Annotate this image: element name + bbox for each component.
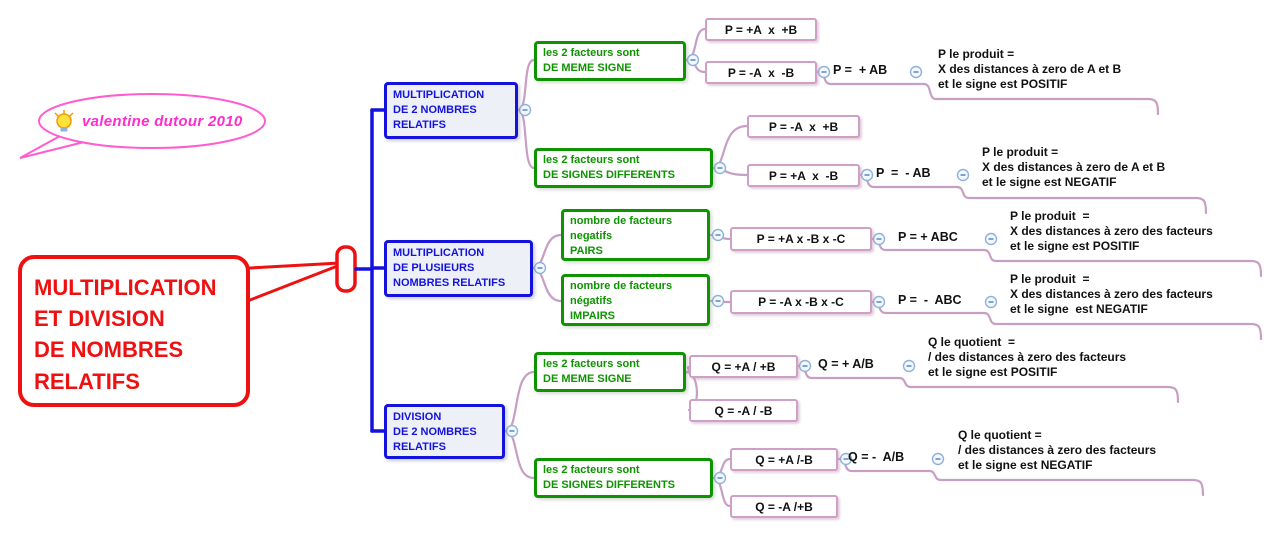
subtopic-signes-differents-mult[interactable]: les 2 facteurs sont DE SIGNES DIFFERENTS bbox=[534, 148, 713, 188]
collapse-control[interactable] bbox=[713, 161, 727, 175]
note-node[interactable]: P le produit = X des distances à zero de… bbox=[1010, 272, 1213, 316]
formula-node[interactable]: Q = +A / +B bbox=[689, 355, 798, 378]
trunk-lines bbox=[354, 108, 386, 433]
collapse-control[interactable] bbox=[711, 294, 725, 308]
author-bubble-text: valentine dutour 2010 bbox=[82, 113, 243, 130]
collapse-control[interactable] bbox=[956, 168, 970, 182]
collapse-control[interactable] bbox=[817, 65, 831, 79]
collapse-control[interactable] bbox=[909, 65, 923, 79]
formula-node[interactable]: Q = -A / -B bbox=[689, 399, 798, 422]
collapse-control[interactable] bbox=[533, 261, 547, 275]
formula-node[interactable]: P = -A x +B bbox=[747, 115, 860, 138]
result-node[interactable]: P = + AB bbox=[833, 63, 888, 77]
result-node[interactable]: Q = + A/B bbox=[818, 357, 874, 371]
formula-node[interactable]: P = -A x -B x -C bbox=[730, 290, 872, 314]
formula-node[interactable]: P = +A x +B bbox=[705, 18, 817, 41]
collapse-control[interactable] bbox=[518, 103, 532, 117]
note-node[interactable]: P le produit = X des distances à zero de… bbox=[1010, 209, 1213, 253]
root-topic[interactable]: MULTIPLICATION ET DIVISION DE NOMBRES RE… bbox=[18, 255, 250, 407]
collapse-control[interactable] bbox=[872, 295, 886, 309]
branch-division-2-nombres[interactable]: DIVISION DE 2 NOMBRES RELATIFS bbox=[384, 404, 505, 459]
formula-node[interactable]: Q = +A /-B bbox=[730, 448, 838, 471]
note-node[interactable]: Q le quotient = / des distances à zero d… bbox=[928, 335, 1127, 379]
root-callout-shape bbox=[248, 245, 357, 302]
note-node[interactable]: P le produit = X des distances à zero de… bbox=[982, 145, 1166, 189]
collapse-control[interactable] bbox=[931, 452, 945, 466]
subtopic-meme-signe-div[interactable]: les 2 facteurs sont DE MEME SIGNE bbox=[534, 352, 686, 392]
formula-node[interactable]: P = +A x -B bbox=[747, 164, 860, 187]
collapse-control[interactable] bbox=[686, 53, 700, 67]
collapse-control[interactable] bbox=[713, 471, 727, 485]
result-node[interactable]: Q = - A/B bbox=[848, 450, 905, 464]
branch-multiplication-2-nombres[interactable]: MULTIPLICATION DE 2 NOMBRES RELATIFS bbox=[384, 82, 518, 139]
collapse-control[interactable] bbox=[860, 168, 874, 182]
subtopic-negatifs-pairs[interactable]: nombre de facteurs negatifs PAIRS bbox=[561, 209, 710, 261]
root-node[interactable] bbox=[335, 245, 357, 293]
collapse-control[interactable] bbox=[505, 424, 519, 438]
formula-node[interactable]: Q = -A /+B bbox=[730, 495, 838, 518]
collapse-control[interactable] bbox=[798, 359, 812, 373]
note-node[interactable]: P le produit = X des distances à zero de… bbox=[938, 47, 1122, 91]
branch-multiplication-plusieurs[interactable]: MULTIPLICATION DE PLUSIEURS NOMBRES RELA… bbox=[384, 240, 533, 297]
collapse-control[interactable] bbox=[984, 232, 998, 246]
lightbulb-icon bbox=[54, 110, 74, 132]
result-node[interactable]: P = + ABC bbox=[898, 230, 958, 244]
subtopic-signes-differents-div[interactable]: les 2 facteurs sont DE SIGNES DIFFERENTS bbox=[534, 458, 713, 498]
formula-node[interactable]: P = -A x -B bbox=[705, 61, 817, 84]
collapse-control[interactable] bbox=[711, 228, 725, 242]
collapse-control[interactable] bbox=[902, 359, 916, 373]
result-node[interactable]: P = - AB bbox=[876, 166, 931, 180]
speech-bubble-shape bbox=[19, 93, 266, 159]
subtopic-meme-signe-mult[interactable]: les 2 facteurs sont DE MEME SIGNE bbox=[534, 41, 686, 81]
formula-node[interactable]: P = +A x -B x -C bbox=[730, 227, 872, 251]
note-node[interactable]: Q le quotient = / des distances à zero d… bbox=[958, 428, 1157, 472]
collapse-control[interactable] bbox=[984, 295, 998, 309]
subtopic-negatifs-impairs[interactable]: nombre de facteurs négatifs IMPAIRS bbox=[561, 274, 710, 326]
collapse-control[interactable] bbox=[872, 232, 886, 246]
result-node[interactable]: P = - ABC bbox=[898, 293, 962, 307]
